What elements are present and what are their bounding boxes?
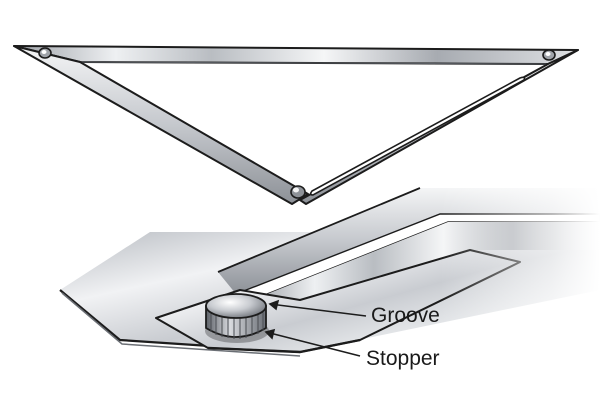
- rivet-bottom: [290, 185, 306, 199]
- stopper-knob: [205, 293, 269, 343]
- stopper-label: Stopper: [366, 347, 440, 370]
- stopper-leader: [265, 331, 361, 357]
- bevel-frame: [13, 45, 579, 205]
- top-bar: [13, 45, 579, 65]
- groove-label: Groove: [371, 304, 440, 327]
- groove-leader: [269, 303, 367, 317]
- closeup-detail: [59, 180, 600, 360]
- rivet-right: [542, 49, 556, 61]
- left-arm: [13, 45, 309, 205]
- blade-slot: [309, 76, 526, 196]
- rivet-left: [38, 47, 52, 59]
- leader-lines: [264, 299, 367, 357]
